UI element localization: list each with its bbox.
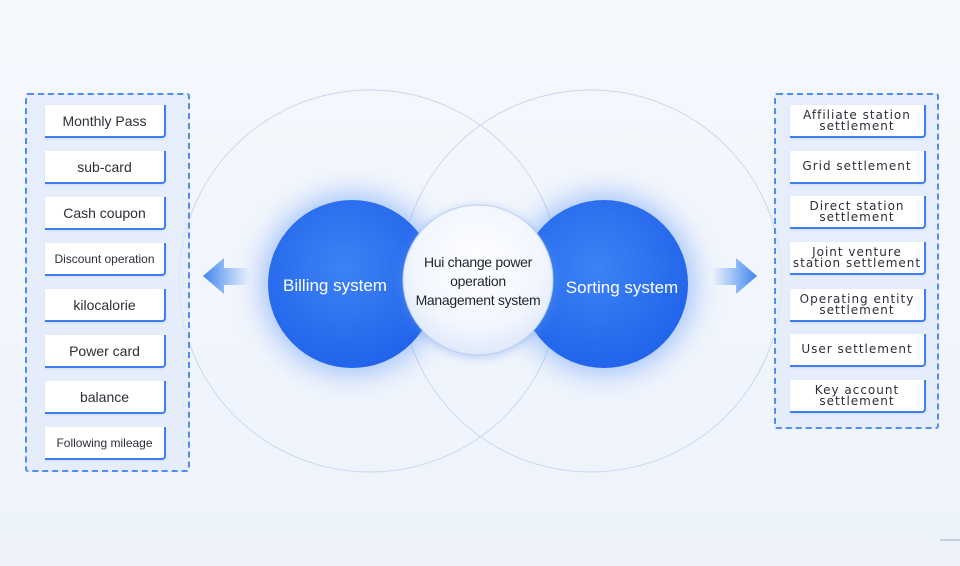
right-item-line: Direct station <box>809 198 905 213</box>
left-item-balance: balance <box>45 381 166 414</box>
billing-circle <box>268 200 436 368</box>
right-item-operating-entity: Operating entity settlement <box>790 289 926 322</box>
arrow-right-icon <box>712 258 757 294</box>
sorting-circle <box>520 200 688 368</box>
left-panel: Monthly Pass sub-card Cash coupon Discou… <box>25 93 190 472</box>
right-item-line: settlement <box>819 209 895 224</box>
right-item-joint-venture: Joint venture station settlement <box>790 242 926 275</box>
management-label-line-1: Hui change power <box>424 254 533 270</box>
management-label-line-3: Management system <box>416 292 541 308</box>
right-item-grid: Grid settlement <box>790 151 926 184</box>
left-item-power-card: Power card <box>45 335 166 368</box>
left-item-following-mileage: Following mileage <box>45 427 166 460</box>
right-item-line: Key account <box>814 382 900 397</box>
right-item-line: Affiliate station <box>803 107 911 122</box>
left-item-monthly-pass: Monthly Pass <box>45 105 166 138</box>
right-item-direct-station: Direct station settlement <box>790 196 926 229</box>
right-item-user: User settlement <box>790 334 926 367</box>
billing-label: Billing system <box>283 276 387 295</box>
management-label-line-2: operation <box>450 273 506 289</box>
left-item-discount-operation: Discount operation <box>45 243 166 276</box>
right-item-line: settlement <box>819 393 895 408</box>
right-item-line: Operating entity <box>799 291 915 306</box>
right-item-affiliate-station: Affiliate station settlement <box>790 105 926 138</box>
right-item-line: Joint venture <box>812 244 902 259</box>
left-item-kilocalorie: kilocalorie <box>45 289 166 322</box>
right-item-line: station settlement <box>792 255 922 270</box>
left-item-sub-card: sub-card <box>45 151 166 184</box>
right-panel: Affiliate station settlement Grid settle… <box>774 93 939 429</box>
right-item-line: settlement <box>819 118 895 133</box>
management-circle <box>402 204 554 356</box>
right-item-line: User settlement <box>801 342 913 356</box>
right-item-line: settlement <box>819 302 895 317</box>
sorting-label: Sorting system <box>566 278 678 297</box>
right-item-key-account: Key account settlement <box>790 380 926 413</box>
arrow-left-icon <box>203 258 250 294</box>
left-item-cash-coupon: Cash coupon <box>45 197 166 230</box>
right-item-line: Grid settlement <box>802 159 912 173</box>
